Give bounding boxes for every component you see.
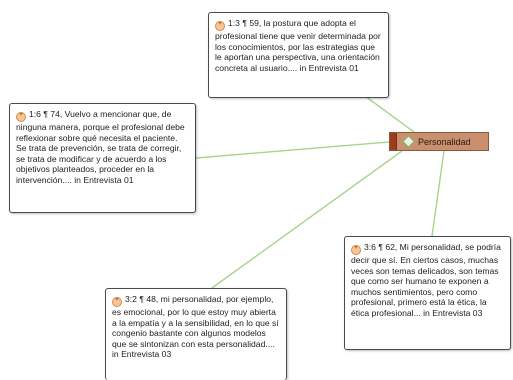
quotation-icon: ” xyxy=(16,112,26,122)
quotation-text: 1:6 ¶ 74, Vuelvo a mencionar que, de nin… xyxy=(16,109,185,185)
quotation-card[interactable]: ”1:6 ¶ 74, Vuelvo a mencionar que, de ni… xyxy=(9,103,196,213)
link-quote-3-to-code xyxy=(431,150,445,237)
quotation-card[interactable]: ”3:6 ¶ 62, Mi personalidad, se podría de… xyxy=(344,236,511,350)
link-quote-2-to-code xyxy=(195,141,390,159)
quotation-icon: ” xyxy=(215,21,225,31)
quotation-text: 1:3 ¶ 59, la postura que adopta el profe… xyxy=(215,18,381,73)
code-label: Personalidad xyxy=(418,136,471,147)
code-node[interactable]: Personalidad xyxy=(389,132,489,151)
quotation-card[interactable]: ”1:3 ¶ 59, la postura que adopta el prof… xyxy=(208,12,389,98)
quotation-text: 3:2 ¶ 48, mi personalidad, por ejemplo, … xyxy=(112,294,279,360)
quotation-icon: ” xyxy=(351,245,361,255)
code-diamond-icon xyxy=(402,135,415,148)
code-color-stripe xyxy=(390,133,397,150)
quotation-text: 3:6 ¶ 62, Mi personalidad, se podría dec… xyxy=(351,242,501,318)
link-quote-1-to-code xyxy=(364,95,415,133)
quotation-card[interactable]: ”3:2 ¶ 48, mi personalidad, por ejemplo,… xyxy=(105,288,287,380)
quotation-icon: ” xyxy=(112,297,122,307)
